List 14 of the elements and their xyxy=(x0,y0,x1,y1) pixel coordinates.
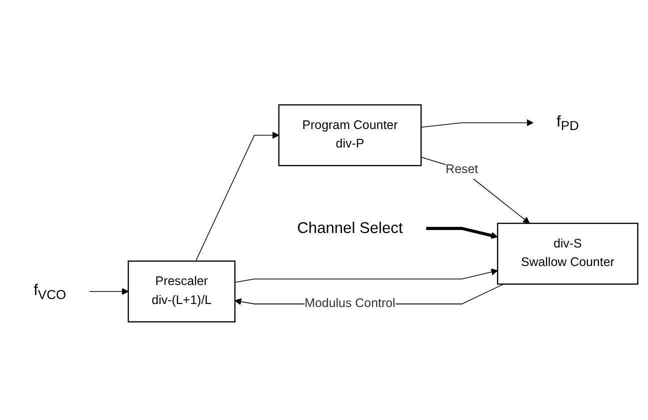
node-box: Program Counter div-P xyxy=(278,104,422,166)
arrow xyxy=(195,132,280,262)
arrow xyxy=(426,226,498,239)
node-text: f$_{VCO}$ xyxy=(34,282,66,302)
node-text: Channel Select xyxy=(297,220,403,237)
arrow xyxy=(420,156,530,224)
edge-label: Reset xyxy=(446,162,478,176)
edge-label: Modulus Control xyxy=(304,296,396,310)
arrow xyxy=(89,288,129,295)
arrow xyxy=(234,268,498,283)
node-box: div-S Swallow Counter xyxy=(497,222,638,285)
node-text: f$_{PD}$ xyxy=(556,112,579,134)
node-box: Prescaler div-(L+1)/L xyxy=(128,260,236,322)
arrow xyxy=(420,119,534,128)
